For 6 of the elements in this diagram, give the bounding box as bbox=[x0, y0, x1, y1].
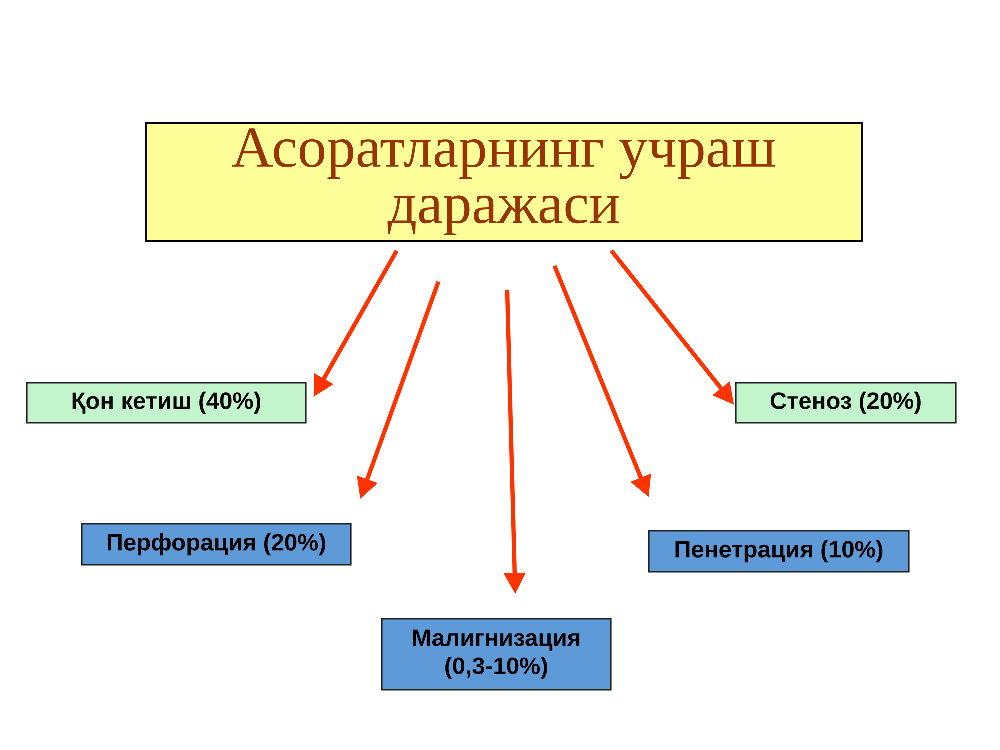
title-box: Асоратларнинг учраш даражаси bbox=[145, 122, 863, 242]
text-box: Пенетрация (10%) bbox=[648, 530, 910, 573]
text-box: Перфорация (20%) bbox=[81, 523, 352, 566]
text-box: Стеноз (20%) bbox=[735, 382, 957, 424]
text-box: Малигнизация (0,3-10%) bbox=[381, 618, 612, 691]
text-box: Қон кетиш (40%) bbox=[26, 382, 307, 424]
